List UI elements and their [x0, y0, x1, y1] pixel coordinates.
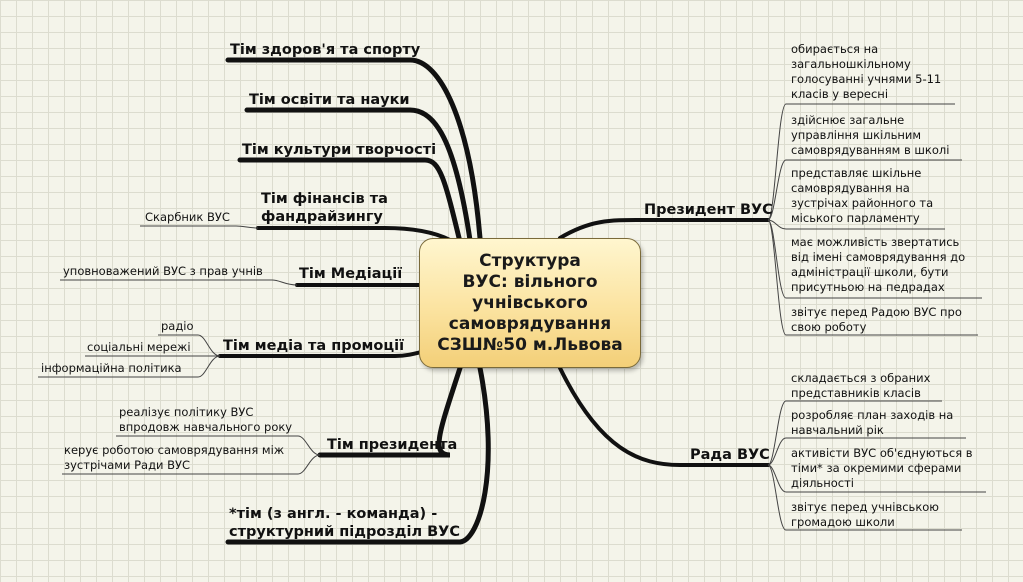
connector-finance	[256, 226, 452, 242]
leaf-line-radio	[158, 334, 221, 357]
president-item[interactable]: обирається на загальношкільному голосува…	[791, 42, 942, 101]
leaf-line-p2	[767, 219, 945, 230]
council-item[interactable]: активісти ВУС об'єднуються в тіми* за ок…	[791, 446, 973, 490]
leaf-line-p4	[767, 219, 978, 336]
leaf-radio[interactable]: радіо	[161, 319, 194, 333]
leaf-info-policy[interactable]: інформаційна політика	[41, 361, 182, 375]
branch-president[interactable]: Президент ВУС	[644, 202, 773, 218]
leaf-line-p1	[767, 159, 962, 221]
leaf-line-c3	[767, 464, 962, 531]
leaf-line-manages	[62, 454, 321, 475]
connector-culture	[237, 157, 463, 245]
council-item[interactable]: складається з обраних представників клас…	[791, 371, 931, 400]
branch-media-team[interactable]: Тім медіа та промоції	[223, 338, 405, 354]
leaf-line-treasurer	[140, 225, 259, 229]
leaf-line-info	[38, 355, 221, 378]
branch-culture-team[interactable]: Тім культури творчості	[242, 142, 437, 158]
connector-education	[244, 107, 473, 243]
connector-president	[558, 218, 770, 240]
president-item[interactable]: звітує перед Радою ВУС про свою роботу	[791, 305, 962, 334]
leaf-treasurer[interactable]: Скарбник ВУС	[145, 210, 230, 224]
council-item[interactable]: розробляє план заходів на навчальний рік	[791, 408, 954, 437]
branch-president-team[interactable]: Тім президента	[327, 437, 458, 453]
branch-finance-team[interactable]: Тім фінансів та фандрайзингу	[261, 191, 388, 225]
leaf-implements-policy[interactable]: реалізує політику ВУС впродовж навчально…	[119, 405, 293, 434]
leaf-ombudsman[interactable]: уповноважений ВУС з прав учнів	[63, 264, 263, 278]
president-item[interactable]: представляє шкільне самоврядування на зу…	[791, 166, 934, 225]
branch-health-team[interactable]: Тім здоров'я та спорту	[230, 42, 421, 58]
leaf-line-c2	[767, 464, 986, 493]
leaf-line-implements	[116, 435, 321, 456]
branch-note[interactable]: *тім (з англ. - команда) - структурний п…	[229, 506, 460, 540]
branch-education-team[interactable]: Тім освіти та науки	[249, 92, 410, 108]
leaf-line-ombudsman	[60, 279, 298, 286]
connector-health	[225, 57, 483, 241]
leaf-line-c1	[767, 437, 966, 466]
branch-mediation-team[interactable]: Тім Медіації	[299, 266, 403, 282]
president-item[interactable]: має можливість звертатись від імені само…	[791, 235, 966, 294]
connector-president-team	[317, 365, 463, 458]
branch-council[interactable]: Рада ВУС	[690, 447, 770, 463]
connector-note	[225, 365, 491, 545]
leaf-line-c0	[767, 400, 942, 466]
central-topic[interactable]: Структура ВУС: вільного учнівського само…	[419, 238, 641, 368]
leaf-manages-work[interactable]: керує роботою самоврядування між зустріч…	[64, 443, 285, 472]
president-item[interactable]: здійснює загальне управління шкільним са…	[791, 113, 950, 157]
council-item[interactable]: звітує перед учнівською громадою школи	[791, 500, 939, 529]
leaf-line-p0	[767, 103, 955, 221]
leaf-social-networks[interactable]: соціальні мережі	[87, 340, 191, 354]
connector-council	[558, 366, 770, 467]
